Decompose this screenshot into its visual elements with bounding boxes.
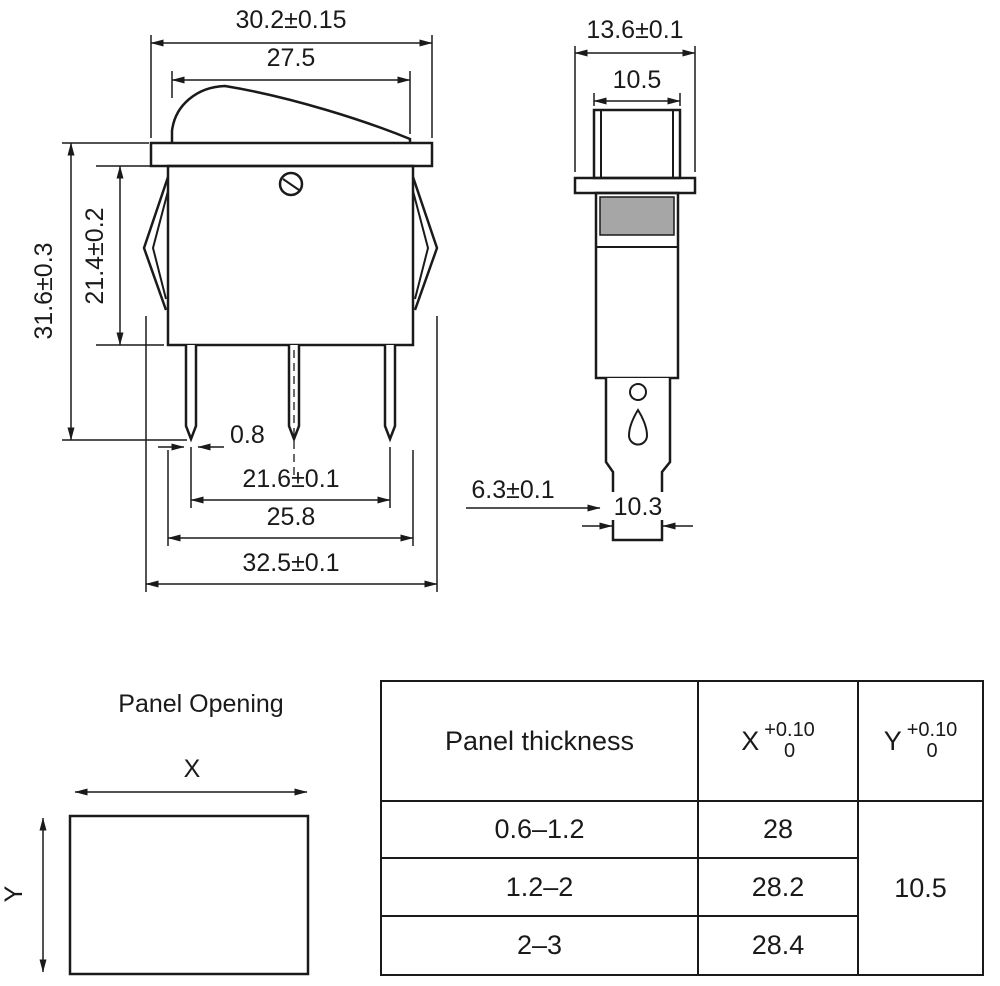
- left-mounting-clip-icon: [142, 176, 170, 311]
- header-y-tolerance: +0.10 0: [907, 720, 958, 762]
- screw-slot: [282, 178, 300, 191]
- spec-table: Panel thickness X +0.10 0 Y +0.10 0 0.6–…: [380, 680, 984, 976]
- side-view-labels: 13.6±0.1 10.5 6.3±0.1 10.3: [471, 16, 683, 521]
- front-view-dimension-lines: [62, 35, 438, 592]
- header-x-base: X: [741, 725, 760, 756]
- left-mounting-clip-inner: [152, 190, 169, 300]
- dim-rocker-width: 27.5: [267, 44, 316, 72]
- dim-clip-span: 32.5±0.1: [242, 549, 339, 577]
- table-row-thickness: 2–3: [382, 915, 697, 974]
- header-y-base: Y: [883, 725, 902, 756]
- table-row-thickness: 1.2–2: [382, 857, 697, 915]
- header-x: X +0.10 0: [697, 682, 857, 800]
- table-y-value-cell: 10.5: [857, 800, 982, 974]
- dim-tab-length: 6.3±0.1: [471, 476, 554, 504]
- panel-y-label: Y: [0, 885, 28, 902]
- side-view-dimension-lines: [466, 46, 696, 530]
- side-rocker-cap: [592, 108, 682, 180]
- side-flange: [573, 176, 697, 195]
- header-y: Y +0.10 0: [857, 682, 982, 800]
- dim-body-width: 25.8: [267, 503, 316, 531]
- dim-body-height: 21.4±0.2: [81, 207, 109, 304]
- panel-opening: Panel Opening X Y: [0, 690, 310, 976]
- header-x-tol-upper: +0.10: [764, 719, 815, 741]
- dim-top-width: 30.2±0.15: [235, 6, 346, 34]
- terminal-right: [383, 345, 397, 443]
- terminal-left: [184, 345, 198, 443]
- header-x-tol-lower: 0: [783, 740, 796, 762]
- side-teardrop-hole-icon: [627, 408, 649, 446]
- right-mounting-clip-icon: [411, 176, 439, 311]
- dim-rocker-depth: 10.5: [613, 66, 662, 94]
- table-row-x-value: 28.2: [697, 857, 857, 915]
- header-y-tol-upper: +0.10: [906, 719, 958, 741]
- rocker-actuator: [170, 84, 412, 143]
- panel-opening-title: Panel Opening: [118, 690, 283, 718]
- panel-cutout-rect: [68, 814, 310, 976]
- dim-flange-width: 13.6±0.1: [586, 16, 683, 44]
- front-view-labels: 30.2±0.15 27.5 31.6±0.3 21.4±0.2 0.8 21.…: [30, 6, 347, 577]
- table-row-x-value: 28.4: [697, 915, 857, 974]
- header-y-tol-lower: 0: [926, 740, 938, 762]
- header-panel-thickness-label: Panel thickness: [444, 725, 635, 756]
- dim-lower-width: 10.3: [614, 493, 663, 521]
- dim-overall-height: 31.6±0.3: [30, 242, 58, 339]
- dim-text-backing: [608, 492, 668, 520]
- header-x-tolerance: +0.10 0: [764, 720, 815, 762]
- dim-terminal-spacing: 21.6±0.1: [242, 465, 339, 493]
- side-gray-band: [599, 196, 675, 236]
- table-row-thickness: 0.6–1.2: [382, 800, 697, 857]
- dim-terminal-thickness: 0.8: [230, 421, 265, 449]
- front-flange: [149, 141, 434, 168]
- panel-x-label: X: [184, 755, 201, 783]
- side-round-hole-icon: [629, 383, 647, 401]
- right-mounting-clip-inner: [412, 190, 429, 300]
- header-panel-thickness: Panel thickness: [382, 682, 697, 800]
- table-row-x-value: 28: [697, 800, 857, 857]
- side-view: [573, 108, 697, 542]
- front-view: [142, 84, 439, 478]
